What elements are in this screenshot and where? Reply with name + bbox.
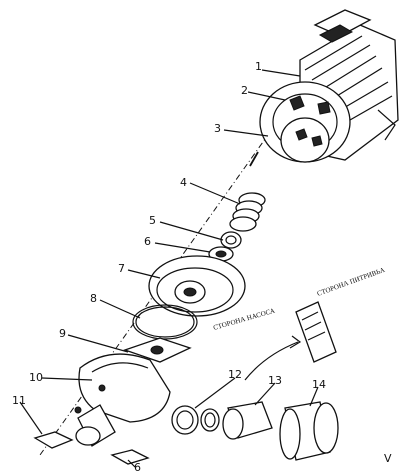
callout-8: 8 — [90, 292, 97, 305]
callout-5: 5 — [149, 214, 156, 227]
impeller — [122, 337, 192, 363]
corner-mark: V — [384, 452, 392, 465]
wing-nut-left — [33, 431, 74, 449]
gasket-ring — [132, 304, 198, 340]
leader-lines — [19, 69, 319, 468]
direction-arrow — [244, 335, 302, 381]
callout-6-bottom: 6 — [134, 461, 141, 471]
callout-9: 9 — [59, 327, 66, 340]
callout-2: 2 — [241, 84, 248, 97]
pump-body — [74, 353, 171, 447]
callout-10: 10 — [29, 371, 43, 384]
callout-4: 4 — [180, 176, 187, 189]
hose-fitting — [222, 401, 273, 440]
coupling-sleeve — [279, 401, 339, 461]
callout-1: 1 — [255, 60, 262, 73]
callout-11: 11 — [12, 394, 26, 407]
seal-spring — [229, 192, 266, 232]
callout-12: 12 — [228, 368, 242, 381]
callout-14: 14 — [312, 378, 326, 391]
wing-nut-bottom — [110, 449, 150, 465]
o-ring — [200, 408, 220, 432]
union-nut — [171, 405, 199, 435]
pump-flange-disk — [148, 255, 246, 317]
callout-13: 13 — [268, 374, 282, 387]
motor-side-label: СТОРОНА ПИТРИВЬА — [316, 266, 386, 298]
side-indicator-block — [295, 301, 337, 363]
seal-ring — [220, 231, 242, 249]
motor-shaft-end — [249, 117, 330, 167]
callout-7: 7 — [118, 262, 125, 275]
callout-6: 6 — [144, 235, 151, 248]
callout-3: 3 — [214, 122, 221, 135]
